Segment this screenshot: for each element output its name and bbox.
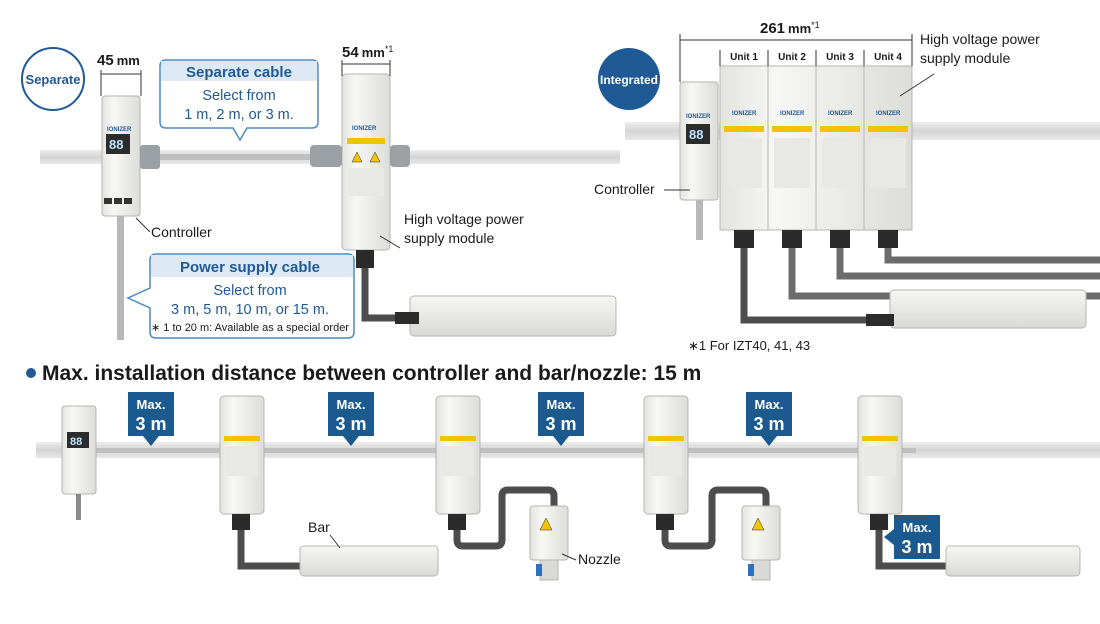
unit-3-cable [836,248,1100,280]
unit-3-brand: IONIZER [828,111,853,117]
module-label-line2: supply module [404,230,494,246]
nozzle-leader [561,553,577,561]
controller-display: 88 [109,137,123,152]
unit-1-brand: IONIZER [732,111,757,117]
unit-1-body: IONIZER [724,111,764,248]
chain-controller-display: 88 [70,436,82,448]
unit-3-body: IONIZER [820,111,860,248]
power-cable-line1: Select from [213,283,286,299]
max-tag-1: Max. 3 m [128,392,174,446]
integrated-controller: 88 IONIZER [679,81,719,240]
nozzle-label: Nozzle [578,551,621,567]
integrated-units: IONIZER IONIZER IONIZER IONIZER [719,65,913,248]
integrated-bar [866,289,1087,329]
separate-cable-title: Separate cable [186,64,292,81]
max-tag-1-line2: 3 m [135,414,166,434]
hv-power-module: IONIZER [310,73,410,268]
separate-cable-callout: Separate cable Select from 1 m, 2 m, or … [159,59,319,142]
unit-4-cable [884,248,1100,264]
unit-2-brand: IONIZER [780,111,805,117]
integrated-controller-display: 88 [689,127,703,142]
ionizer-bar [395,295,617,337]
max-tag-4: Max. 3 m [746,392,792,446]
max-tag-1-line1: Max. [137,397,166,412]
unit-1-cable [740,248,870,324]
separate-badge-text: Separate [26,72,81,87]
chain-module-3 [643,395,689,530]
unit-2-body: IONIZER [772,111,812,248]
max-tag-2-line1: Max. [337,397,366,412]
max-tag-5-line2: 3 m [901,537,932,557]
chain-nozzle-2 [741,505,781,581]
integrated-badge [598,48,660,110]
max-tag-5: Max. 3 m [884,515,940,559]
unit-4-brand: IONIZER [876,111,901,117]
max-tag-3-line1: Max. [547,397,576,412]
module-to-bar-cable [361,268,410,322]
module-leader [379,235,401,249]
integrated-controller-label: Controller [594,181,655,197]
controller-device: 88 IONIZER [101,95,160,217]
footnote: ∗1 For IZT40, 41, 43 [688,338,810,353]
chain-bar-1 [299,545,439,577]
max-tag-5-line1: Max. [903,520,932,535]
max-tag-3-line2: 3 m [545,414,576,434]
unit-1-label: Unit 1 [730,52,758,63]
integrated-badge-text: Integrated [600,73,658,87]
max-tag-2-line2: 3 m [335,414,366,434]
power-cable-title: Power supply cable [180,259,320,276]
integrated-controller-brand: IONIZER [686,114,711,120]
heading-bullet [26,368,36,378]
chain-bar-2 [945,545,1081,577]
max-tag-2: Max. 3 m [328,392,374,446]
chain-module-4 [857,395,903,530]
module-brand: IONIZER [352,126,377,132]
separate-cable [160,154,340,160]
integrated-module-leader [899,73,935,97]
controller-brand: IONIZER [107,127,132,133]
bar-leader [329,534,341,549]
chain-section: Max. installation distance between contr… [26,362,1100,581]
chain-nozzle-1 [529,505,569,581]
max-tag-4-line2: 3 m [753,414,784,434]
chain-nozzle-cable-2 [661,486,770,550]
chain-module-2 [435,395,481,530]
power-cable-callout: Power supply cable Select from 3 m, 5 m,… [126,253,355,339]
separate-cable-line2: 1 m, 2 m, or 3 m. [184,107,294,123]
power-cable-note: ∗ 1 to 20 m: Available as a special orde… [151,322,349,334]
chain-controller: 88 [61,405,97,520]
controller-label: Controller [151,224,212,240]
bar-label: Bar [308,519,330,535]
section-heading: Max. installation distance between contr… [42,362,701,385]
chain-module-1 [219,395,265,530]
power-cable-line2: 3 m, 5 m, 10 m, or 15 m. [171,302,329,318]
unit-4-label: Unit 4 [874,52,902,63]
module-label-line1: High voltage power [404,211,524,227]
integrated-module-label-line1: High voltage power [920,31,1040,47]
unit-3-label: Unit 3 [826,52,854,63]
max-tag-3: Max. 3 m [538,392,584,446]
max-tag-4-line1: Max. [755,397,784,412]
controller-leader [135,217,151,233]
power-supply-cable [117,215,124,340]
chain-bar-cable-2 [875,530,948,570]
chain-cable [96,448,916,453]
unit-2-label: Unit 2 [778,52,806,63]
chain-bar-cable-1 [237,530,302,570]
separate-section: 88 IONIZER IONIZER Separate [21,44,620,340]
unit-4-body: IONIZER [868,111,908,248]
separate-badge [21,47,85,111]
integrated-section: 88 IONIZER IONIZER IONIZER ION [594,20,1100,353]
separate-cable-line1: Select from [202,88,275,104]
integrated-module-label-line2: supply module [920,50,1010,66]
chain-nozzle-cable-1 [453,486,558,550]
